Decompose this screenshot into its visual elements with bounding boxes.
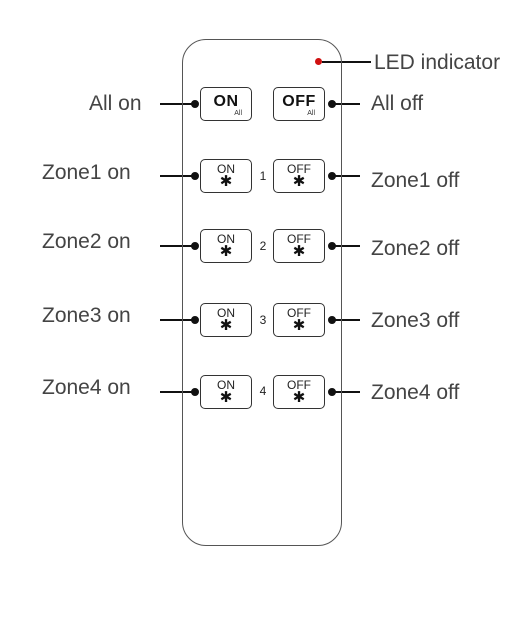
- zone4-off-text: OFF: [287, 378, 311, 392]
- asterisk-icon: ✱: [292, 317, 306, 334]
- zone4-on-text: ON: [217, 378, 235, 392]
- zone1-number: 1: [259, 169, 267, 183]
- led-indicator-label: LED indicator: [374, 51, 501, 74]
- zone2-off-button[interactable]: OFF ✱: [273, 229, 325, 263]
- all-off-label: All off: [371, 92, 424, 115]
- asterisk-icon: ✱: [292, 173, 306, 190]
- remote-body: [182, 39, 342, 546]
- zone3-off-label: Zone3 off: [371, 309, 460, 332]
- zone1-on-text: ON: [217, 162, 235, 176]
- zone3-off-button[interactable]: OFF ✱: [273, 303, 325, 337]
- asterisk-icon: ✱: [219, 389, 233, 406]
- zone2-on-label: Zone2 on: [42, 230, 131, 253]
- led-indicator-dot: [315, 58, 322, 65]
- zone2-on-text: ON: [217, 232, 235, 246]
- asterisk-icon: ✱: [292, 243, 306, 260]
- zone1-off-label: Zone1 off: [371, 169, 460, 192]
- zone4-number: 4: [259, 384, 267, 398]
- all-off-button-text: OFF: [282, 93, 316, 110]
- zone1-off-button[interactable]: OFF ✱: [273, 159, 325, 193]
- all-on-button-sub: All: [234, 110, 242, 117]
- all-on-button[interactable]: ON All: [200, 87, 252, 121]
- zone4-off-button[interactable]: OFF ✱: [273, 375, 325, 409]
- all-on-label: All on: [89, 92, 142, 115]
- zone4-on-label: Zone4 on: [42, 376, 131, 399]
- asterisk-icon: ✱: [219, 317, 233, 334]
- asterisk-icon: ✱: [292, 389, 306, 406]
- zone3-on-text: ON: [217, 306, 235, 320]
- zone4-off-label: Zone4 off: [371, 381, 460, 404]
- zone2-on-button[interactable]: ON ✱: [200, 229, 252, 263]
- zone3-on-button[interactable]: ON ✱: [200, 303, 252, 337]
- zone4-on-button[interactable]: ON ✱: [200, 375, 252, 409]
- zone3-off-text: OFF: [287, 306, 311, 320]
- zone1-off-text: OFF: [287, 162, 311, 176]
- all-on-button-text: ON: [213, 93, 239, 110]
- all-off-button[interactable]: OFF All: [273, 87, 325, 121]
- zone3-number: 3: [259, 313, 267, 327]
- zone2-number: 2: [259, 239, 267, 253]
- zone2-off-label: Zone2 off: [371, 237, 460, 260]
- zone2-off-text: OFF: [287, 232, 311, 246]
- zone1-on-label: Zone1 on: [42, 161, 131, 184]
- asterisk-icon: ✱: [219, 173, 233, 190]
- all-off-button-sub: All: [307, 110, 315, 117]
- asterisk-icon: ✱: [219, 243, 233, 260]
- zone3-on-label: Zone3 on: [42, 304, 131, 327]
- zone1-on-button[interactable]: ON ✱: [200, 159, 252, 193]
